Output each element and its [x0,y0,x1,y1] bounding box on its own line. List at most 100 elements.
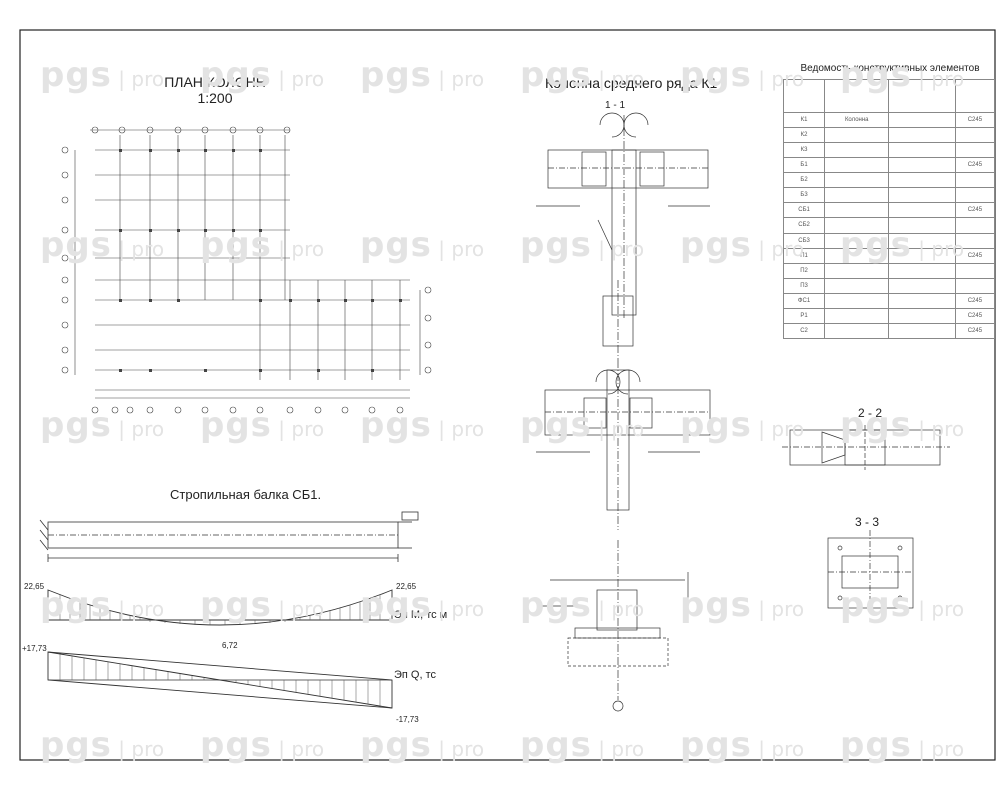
spec-cell-mark: П2 [782,262,826,279]
plan-axis-markers [61,126,432,414]
section-1-1-label: 1 - 1 [605,100,625,111]
plan-dimension-lines [74,129,421,399]
section-2-2: 2 - 2 [782,406,950,470]
spec-cell-section [888,322,956,340]
spec-table-row: К2 [782,127,996,144]
spec-table-row: Б2 [782,172,996,189]
spec-cell-mark: П3 [782,277,826,294]
plan-lower-grid [95,279,410,380]
moment-support-left-value: 22,65 [24,582,45,591]
middle-node [536,280,711,530]
moment-midspan-value: 6,72 [222,641,238,650]
spec-cell-name: Колонна [824,111,890,129]
spec-cell-steel: С245 [954,292,996,309]
spec-cell-steel [954,127,996,144]
spec-header-section [888,79,956,113]
shear-left-value: +17,73 [22,644,47,653]
spec-cell-name [824,322,890,340]
spec-cell-steel: С245 [954,307,996,324]
spec-cell-section [888,217,956,234]
spec-cell-section [888,187,956,204]
section-3-3-label: 3 - 3 [855,515,879,529]
spec-header-mark [782,79,826,113]
spec-cell-name [824,172,890,189]
spec-cell-steel [954,142,996,159]
spec-cell-steel [954,277,996,294]
spec-cell-section [888,157,956,174]
spec-cell-mark: СБ3 [782,232,826,249]
spec-cell-section [888,127,956,144]
spec-table-row: СБ3 [782,232,996,249]
spec-cell-section [888,111,956,129]
spec-table-header [782,79,996,113]
spec-cell-name [824,157,890,174]
spec-cell-section [888,202,956,219]
beam-title: Стропильная балка СБ1. [170,487,322,502]
spec-table-row: СБ2 [782,217,996,234]
spec-table-row: Р1 С245 [782,307,996,324]
spec-cell-steel [954,172,996,189]
column-base [540,540,689,712]
spec-cell-mark: Р1 [782,307,826,324]
spec-cell-mark: СБ2 [782,217,826,234]
spec-cell-name [824,127,890,144]
spec-cell-section [888,172,956,189]
spec-cell-steel [954,187,996,204]
shear-right-value: -17,73 [396,715,419,724]
section-2-2-label: 2 - 2 [858,406,882,420]
spec-cell-section [888,292,956,309]
spec-cell-steel [954,217,996,234]
spec-cell-steel: С245 [954,322,996,340]
spec-table-row: П3 [782,277,996,294]
column-title: Колонна среднего ряда К1 [545,75,718,91]
spec-cell-section [888,142,956,159]
sheet-frame [19,29,996,761]
spec-cell-section [888,262,956,279]
spec-cell-section [888,232,956,249]
spec-cell-mark: Б2 [782,172,826,189]
spec-cell-name [824,187,890,204]
spec-cell-name [824,277,890,294]
spec-table-title: Ведомость конструктивных элементов [800,63,980,74]
spec-cell-name [824,217,890,234]
spec-cell-mark: К1 [782,111,826,129]
spec-table-row: С2 С245 [782,322,996,340]
spec-cell-mark: П1 [782,247,826,264]
spec-cell-section [888,247,956,264]
plan-column-marks [119,149,402,372]
spec-cell-mark: Б3 [782,187,826,204]
moment-support-right-value: 22,65 [396,582,417,591]
spec-table-row: П2 [782,262,996,279]
spec-table-row: К3 [782,142,996,159]
rafter-beam-drawing [39,511,419,562]
spec-table-row: П1 С245 [782,247,996,264]
spec-cell-mark: К3 [782,142,826,159]
column-k1-drawing: 1 - 1 [536,100,711,712]
moment-diagram: 22,65 22,65 6,72 Эп М, тс м [24,582,447,650]
spec-cell-mark: С2 [782,322,826,340]
spec-cell-mark: СБ1 [782,202,826,219]
spec-cell-section [888,307,956,324]
spec-cell-section [888,277,956,294]
spec-cell-mark: ФС1 [782,292,826,309]
spec-cell-name [824,292,890,309]
column-plan [61,126,432,414]
upper-node [536,112,710,320]
plan-upper-grid [95,135,290,300]
spec-table-row: ФС1 С245 [782,292,996,309]
spec-cell-steel: С245 [954,157,996,174]
spec-header-name [824,79,890,113]
spec-cell-name [824,142,890,159]
spec-cell-steel: С245 [954,111,996,129]
spec-cell-name [824,202,890,219]
spec-cell-steel: С245 [954,247,996,264]
moment-diagram-label: Эп М, тс м [394,609,447,621]
shear-diagram: +17,73 -17,73 Эп Q, тс [22,644,437,724]
spec-cell-name [824,232,890,249]
